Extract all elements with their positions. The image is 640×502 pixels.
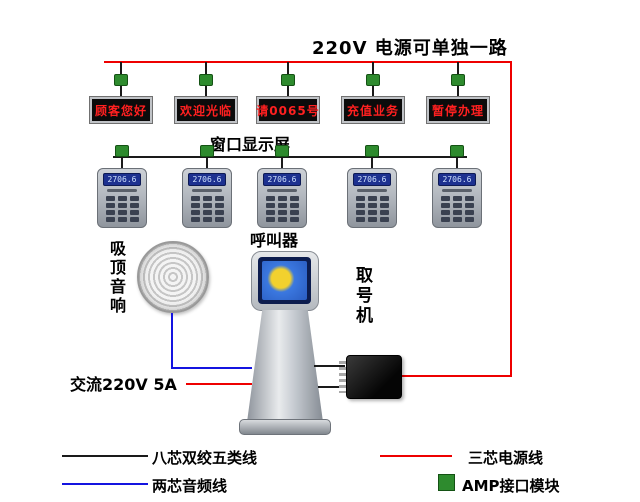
caller-keypad	[190, 196, 224, 223]
ceiling-speaker	[137, 241, 209, 313]
caller-speaker-grill	[357, 189, 387, 192]
window-led-display: 请0065号	[256, 97, 319, 123]
amp-box	[346, 355, 402, 399]
kiosk-label: 取号机	[352, 266, 372, 326]
kiosk-base	[239, 419, 331, 435]
legend-line-power	[380, 455, 452, 457]
caller-stub-line	[456, 157, 458, 168]
power-bus-title: 220V 电源可单独一路	[312, 38, 508, 59]
power-to-amp-line	[402, 375, 512, 377]
caller-speaker-grill	[107, 189, 137, 192]
power-drop-line	[510, 61, 512, 377]
kiosk-amp-line	[318, 386, 345, 388]
amp-interface-module	[365, 145, 379, 157]
legend-label-amp-module: AMP接口模块	[462, 477, 560, 495]
caller-key	[190, 196, 200, 201]
caller-key	[355, 196, 365, 201]
amp-interface-module	[366, 74, 380, 86]
power-bus-line	[104, 61, 512, 63]
amp-box-pins	[339, 361, 346, 393]
ac-power-line	[186, 383, 252, 385]
amp-interface-module	[451, 74, 465, 86]
amp-interface-module	[200, 145, 214, 157]
kiosk-screen-content	[262, 261, 307, 300]
legend-swatch-amp-module	[438, 474, 455, 491]
amp-interface-module	[275, 145, 289, 157]
audio-line-vertical	[171, 313, 173, 369]
kiosk-body	[247, 310, 323, 422]
caller-label: 呼叫器	[250, 231, 299, 250]
speaker-label: 吸顶音响	[107, 240, 126, 316]
window-led-display: 暂停办理	[427, 97, 489, 123]
amp-interface-module	[450, 145, 464, 157]
caller-stub-line	[206, 157, 208, 168]
caller-screen: 2706.6	[103, 173, 141, 186]
caller-key	[265, 196, 275, 201]
caller-screen: 2706.6	[188, 173, 226, 186]
caller-stub-line	[281, 157, 283, 168]
caller-stub-line	[371, 157, 373, 168]
kiosk-amp-line	[314, 365, 345, 367]
amp-interface-module	[281, 74, 295, 86]
legend-label-cat5: 八芯双绞五类线	[152, 449, 258, 467]
legend-line-cat5	[62, 455, 148, 457]
caller-key	[105, 196, 115, 201]
window-display-label: 窗口显示屏	[209, 135, 290, 154]
caller-device: 2706.6	[97, 168, 147, 228]
caller-device: 2706.6	[257, 168, 307, 228]
legend-label-power: 三芯电源线	[468, 449, 544, 467]
window-led-display: 顾客您好	[90, 97, 152, 123]
caller-device: 2706.6	[432, 168, 482, 228]
caller-keypad	[105, 196, 139, 223]
legend-line-audio	[62, 483, 148, 485]
caller-device: 2706.6	[182, 168, 232, 228]
caller-device: 2706.6	[347, 168, 397, 228]
amp-interface-module	[114, 74, 128, 86]
caller-speaker-grill	[442, 189, 472, 192]
caller-stub-line	[121, 157, 123, 168]
caller-keypad	[355, 196, 389, 223]
caller-bus-line	[113, 156, 467, 158]
kiosk-screen	[258, 257, 311, 304]
window-led-display: 充值业务	[342, 97, 404, 123]
caller-keypad	[440, 196, 474, 223]
audio-line-horizontal	[171, 367, 252, 369]
caller-screen: 2706.6	[353, 173, 391, 186]
caller-speaker-grill	[192, 189, 222, 192]
window-led-display: 欢迎光临	[175, 97, 237, 123]
caller-screen: 2706.6	[263, 173, 301, 186]
caller-speaker-grill	[267, 189, 297, 192]
ac-power-label: 交流220V 5A	[70, 375, 177, 394]
amp-interface-module	[115, 145, 129, 157]
legend-label-audio: 两芯音频线	[152, 477, 228, 495]
caller-keypad	[265, 196, 299, 223]
caller-screen: 2706.6	[438, 173, 476, 186]
caller-key	[440, 196, 450, 201]
amp-interface-module	[199, 74, 213, 86]
